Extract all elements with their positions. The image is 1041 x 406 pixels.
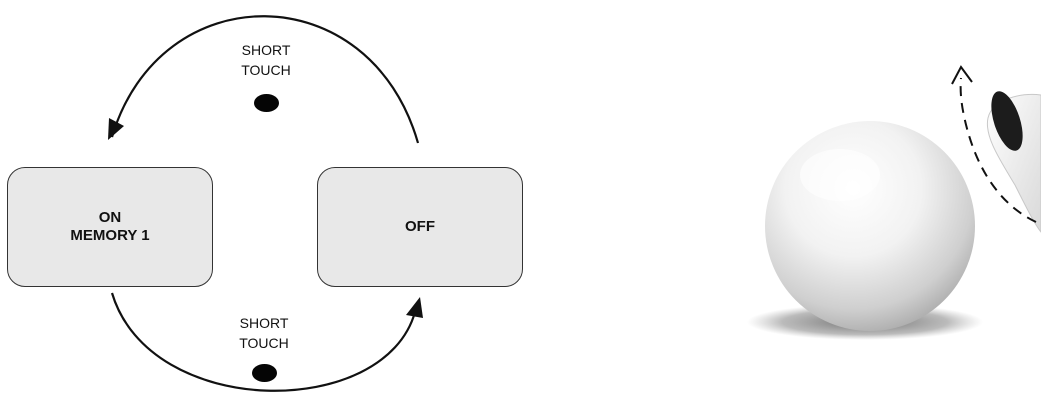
touch-pill-icon xyxy=(252,364,277,382)
transition-label-bottom: SHORT TOUCH xyxy=(204,313,324,353)
transition-top-line-2: TOUCH xyxy=(241,62,291,78)
touch-pill-icon xyxy=(254,94,279,112)
state-on-memory-1: ON MEMORY 1 xyxy=(7,167,213,287)
transition-label-top: SHORT TOUCH xyxy=(206,40,326,80)
state-on-label-line-1: ON xyxy=(98,209,122,226)
transition-bottom-line-2: TOUCH xyxy=(239,335,289,351)
arrow-bottom-on-to-off xyxy=(110,292,417,392)
swipe-arrow-icon xyxy=(959,77,1037,223)
arrow-top-head xyxy=(108,118,124,140)
finger-nail xyxy=(991,91,1023,151)
sphere-highlight xyxy=(800,149,880,201)
swipe-arrow-head xyxy=(951,65,973,85)
state-off: OFF xyxy=(317,167,523,287)
arrow-bottom-head xyxy=(406,297,423,318)
state-on-label-line-2: MEMORY 1 xyxy=(70,227,150,244)
state-off-label: OFF xyxy=(405,218,435,235)
sphere-device-icon xyxy=(765,121,975,331)
arrow-top-off-to-on xyxy=(110,15,420,144)
transition-top-line-1: SHORT xyxy=(241,42,291,58)
transition-bottom-line-1: SHORT xyxy=(239,315,289,331)
